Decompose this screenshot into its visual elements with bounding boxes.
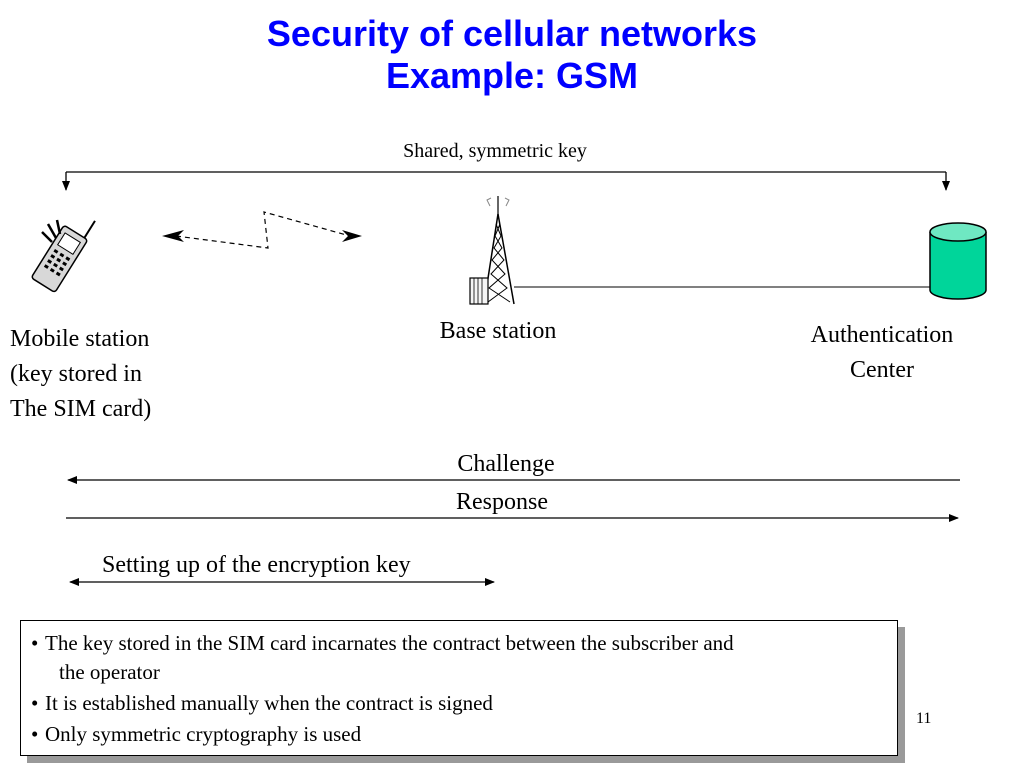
slide-subtitle: Example: GSM: [385, 55, 639, 96]
base-station-tower-icon: [469, 196, 515, 305]
note-item: •It is established manually when the con…: [21, 688, 897, 719]
note-item: •Only symmetric cryptography is used: [21, 719, 897, 750]
mobile-phone-icon: [31, 219, 96, 293]
note-item: •The key stored in the SIM card incarnat…: [21, 628, 897, 659]
notes-list: •The key stored in the SIM card incarnat…: [21, 628, 897, 750]
note-item-continuation: the operator: [21, 657, 897, 688]
response-label: Response: [456, 489, 548, 515]
radio-link-icon: [162, 211, 362, 249]
bullet: •: [31, 631, 39, 655]
base-station-label: Base station: [439, 318, 557, 344]
mobile-station-line: (key stored in: [10, 361, 142, 387]
mobile-station-line: The SIM card): [10, 396, 152, 422]
shared-key-label: Shared, symmetric key: [403, 140, 587, 162]
mobile-station-line: Mobile station: [10, 326, 150, 352]
page-number: 11: [916, 710, 932, 727]
note-text: It is established manually when the cont…: [45, 691, 493, 715]
note-text: Only symmetric cryptography is used: [45, 722, 362, 746]
mobile-station-label: Mobile station (key stored in The SIM ca…: [10, 322, 151, 427]
slide-title: Security of cellular networks: [266, 13, 758, 54]
auth-center-label: Authentication Center: [772, 318, 992, 388]
bullet: •: [31, 691, 39, 715]
note-text: The key stored in the SIM card incarnate…: [45, 631, 734, 655]
bullet: •: [31, 722, 39, 746]
auth-center-line: Authentication: [810, 322, 954, 348]
shared-key-bracket: [62, 171, 950, 191]
note-text: the operator: [59, 660, 160, 684]
auth-center-line: Center: [850, 357, 914, 383]
encryption-key-label: Setting up of the encryption key: [102, 552, 411, 578]
challenge-label: Challenge: [457, 451, 555, 477]
notes-box: •The key stored in the SIM card incarnat…: [20, 620, 898, 756]
database-icon: [929, 222, 987, 300]
